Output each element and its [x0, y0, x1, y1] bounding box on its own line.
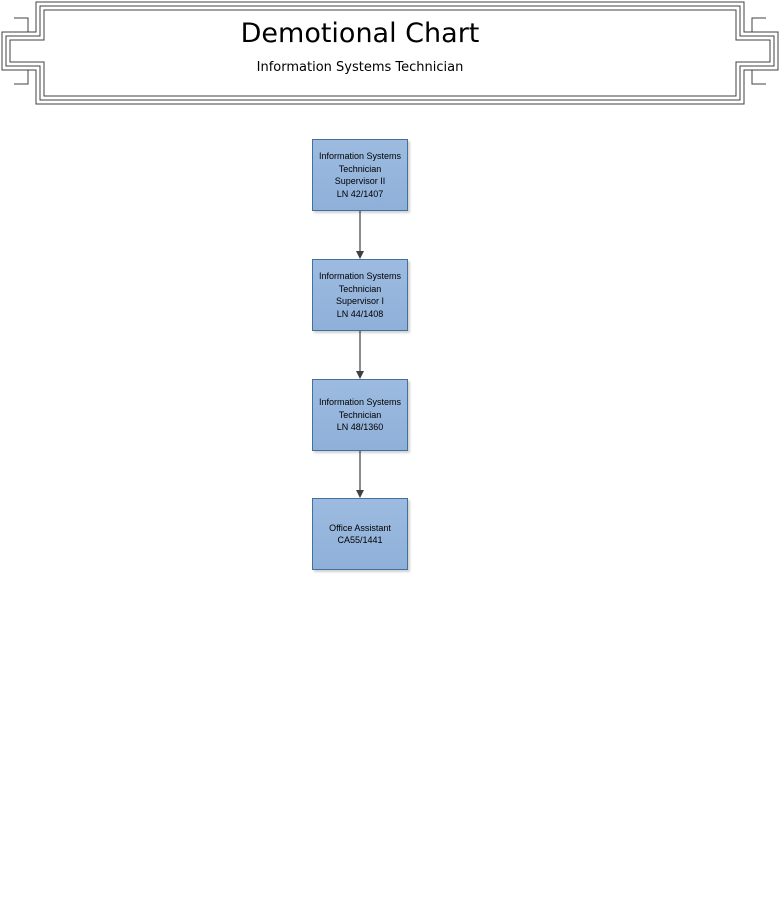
node-technician: Information Systems Technician LN 48/136…: [312, 379, 408, 451]
node-label-line: Supervisor I: [335, 296, 385, 306]
node-label-line: Information Systems: [318, 397, 402, 408]
node-code: LN 42/1407: [336, 188, 384, 199]
page-subtitle: Information Systems Technician: [256, 60, 464, 75]
node-supervisor-ii: Information Systems Technician Superviso…: [312, 139, 408, 211]
node-label-line: Information Systems: [318, 151, 402, 161]
node-code: LN 48/1360: [336, 422, 384, 433]
node-label-line: Technician: [338, 409, 382, 420]
node-label-line: Supervisor II: [334, 176, 386, 186]
node-label-line: Technician: [338, 283, 382, 294]
node-label-line: Technician: [338, 163, 382, 174]
node-label-line: Office Assistant: [329, 522, 391, 533]
node-label-line: Information Systems: [318, 271, 402, 281]
title-banner-frame: [1, 1, 779, 105]
node-office-assistant: Office Assistant CA55/1441: [312, 498, 408, 570]
node-supervisor-i: Information Systems Technician Superviso…: [312, 259, 408, 331]
node-code: LN 44/1408: [336, 308, 384, 319]
page-title: Demotional Chart: [240, 18, 480, 49]
node-code: CA55/1441: [337, 535, 383, 545]
